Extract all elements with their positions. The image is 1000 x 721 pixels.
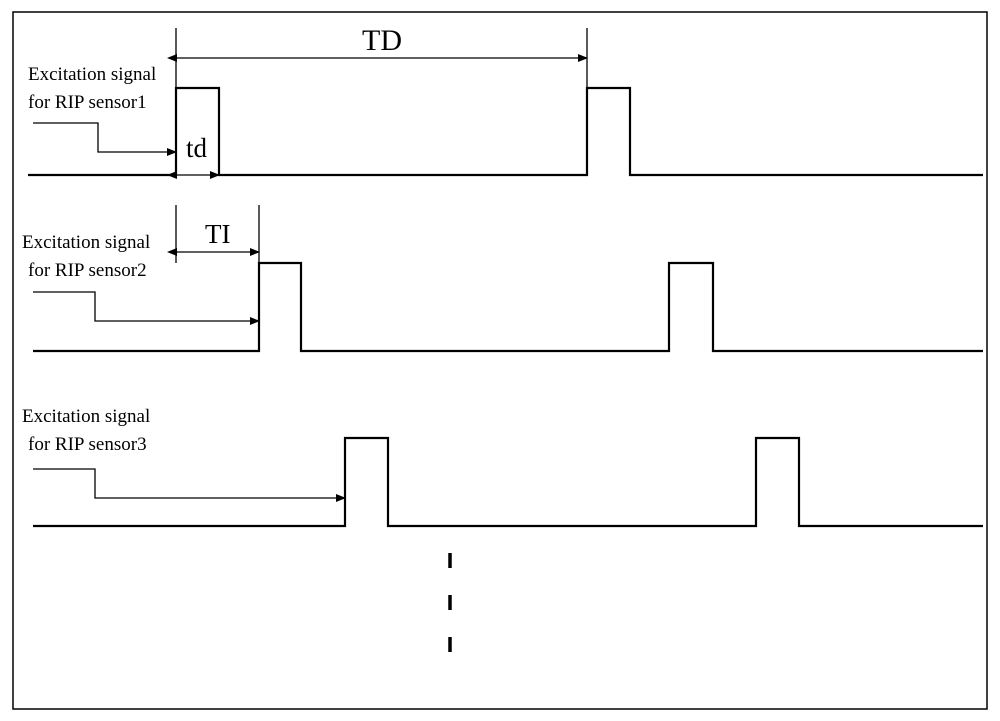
signal-2-label-line2: for RIP sensor2 xyxy=(28,260,147,281)
signal-3-pointer-arrow xyxy=(33,468,346,502)
signal-3-waveform xyxy=(33,436,983,528)
td-short-label: td xyxy=(186,133,208,163)
signal-3-label-line1: Excitation signal xyxy=(22,406,150,427)
ti-label: TI xyxy=(205,219,230,249)
signal-1-label-line1: Excitation signal xyxy=(28,64,156,85)
continuation-ellipsis: ⋮ xyxy=(433,533,467,668)
signal-2-pointer-arrow xyxy=(33,291,260,325)
signal-2-label-line1: Excitation signal xyxy=(22,232,150,253)
signal-2-waveform xyxy=(33,261,983,353)
signal-1-waveform xyxy=(28,86,983,177)
signal-1-pointer-arrow xyxy=(33,122,177,156)
td-long-label: TD xyxy=(362,24,402,57)
signal-1-label-line2: for RIP sensor1 xyxy=(28,92,147,113)
diagram-border xyxy=(12,11,988,710)
signal-3-label-line2: for RIP sensor3 xyxy=(28,434,147,455)
